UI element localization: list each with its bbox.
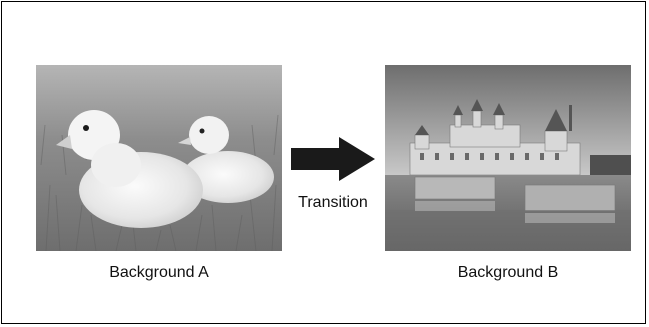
- background-b-image: [385, 65, 631, 251]
- background-a-image: [36, 65, 282, 251]
- background-b-caption: Background B: [457, 264, 559, 281]
- background-a-caption: Background A: [109, 264, 209, 281]
- transition-label: Transition: [298, 194, 368, 211]
- right-arrow-icon: [291, 137, 375, 181]
